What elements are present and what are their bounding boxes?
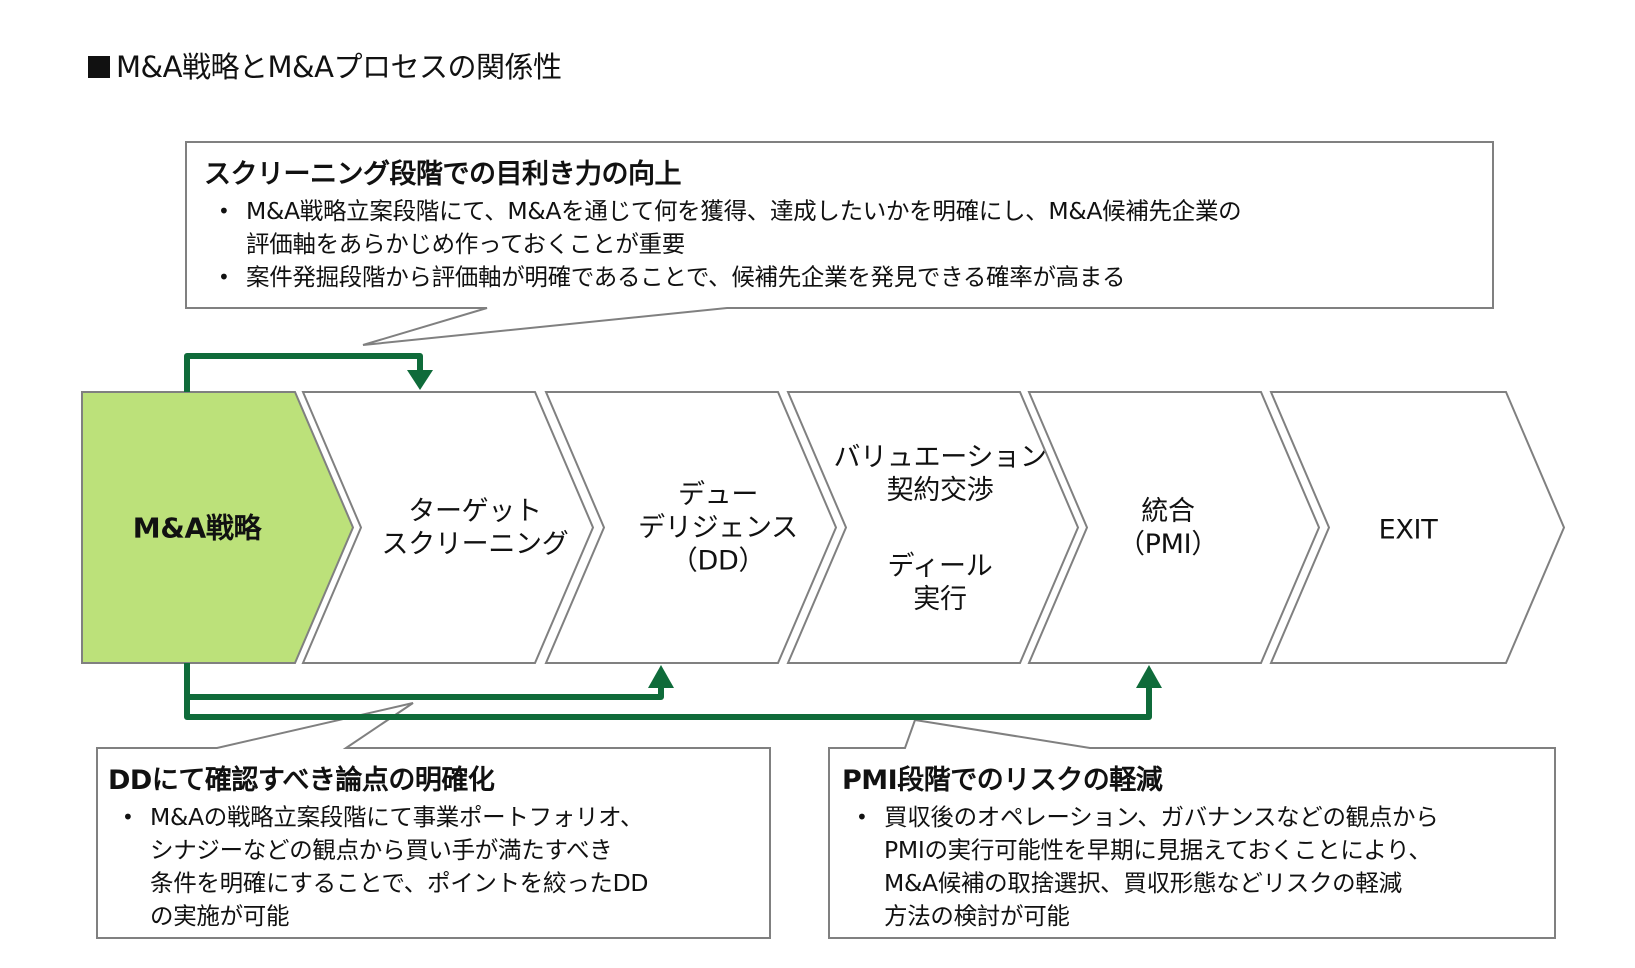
black-square-icon	[88, 56, 110, 78]
callout-heading: DDにて確認すべき論点の明確化	[108, 765, 495, 796]
step-exit-label: EXIT	[1378, 514, 1438, 546]
callout-bullet: M&Aの戦略立案段階にて事業ポートフォリオ、 シナジーなどの観点から買い手が満た…	[108, 801, 648, 933]
arrowhead-up-icon	[1136, 665, 1162, 688]
callout-bullet: 買収後のオペレーション、ガバナンスなどの観点から PMIの実行可能性を早期に見据…	[842, 801, 1439, 933]
callout-dd: DDにて確認すべき論点の明確化 M&Aの戦略立案段階にて事業ポートフォリオ、 シ…	[108, 758, 648, 933]
callout-screening: スクリーニング段階での目利き力の向上 M&A戦略立案段階にて、M&Aを通じて何を…	[204, 152, 1242, 294]
step-dd-label: デュー デリジェンス （DD）	[638, 479, 798, 577]
page-title: M&A戦略とM&Aプロセスの関係性	[88, 44, 562, 86]
step-screening-label: ターゲット スクリーニング	[381, 496, 569, 560]
callout-heading: スクリーニング段階での目利き力の向上	[204, 159, 682, 190]
step-strategy-label: M&A戦略	[132, 511, 262, 545]
process-step-pmi	[1027, 391, 1321, 664]
process-step-valuation	[786, 391, 1080, 664]
callout-bullet: 案件発掘段階から評価軸が明確であることで、候補先企業を発見できる確率が高まる	[204, 261, 1241, 294]
page-title-text: M&A戦略とM&Aプロセスの関係性	[116, 50, 562, 84]
connector-strategy-to-dd	[184, 663, 674, 700]
arrowhead-down-icon	[407, 370, 433, 390]
callout-pmi: PMI段階でのリスクの軽減 買収後のオペレーション、ガバナンスなどの観点から P…	[842, 758, 1439, 933]
connector-strategy-to-pmi	[184, 665, 1162, 720]
step-deal-execution-label: ディール 実行	[887, 551, 993, 615]
callout-bullet: M&A戦略立案段階にて、M&Aを通じて何を獲得、達成したいかを明確にし、M&A候…	[204, 195, 1242, 261]
connector-strategy-to-screening	[184, 353, 433, 392]
process-step-screening	[301, 391, 595, 664]
step-valuation-label: バリュエーション 契約交渉	[833, 442, 1047, 506]
arrowhead-up-icon	[648, 665, 674, 688]
process-step-exit	[1269, 391, 1566, 664]
callout-heading: PMI段階でのリスクの軽減	[842, 765, 1163, 796]
step-pmi-label: 統合 （PMI）	[1117, 496, 1219, 560]
process-step-dd	[544, 391, 838, 664]
process-step-strategy	[81, 391, 355, 664]
